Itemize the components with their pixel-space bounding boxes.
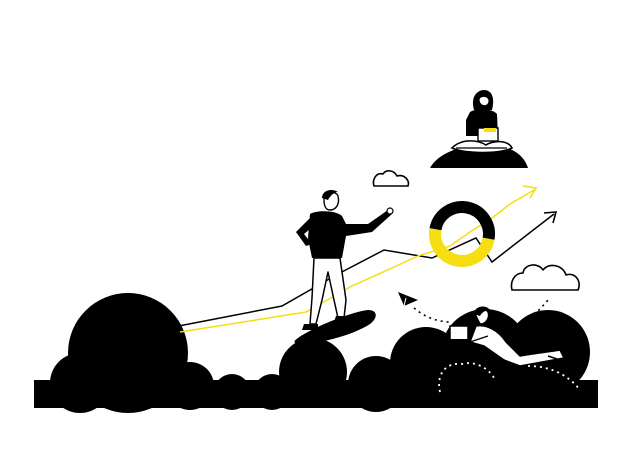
donut-chart (429, 201, 495, 267)
paper-plane-icon (398, 292, 418, 307)
arrow-up-right-icon (543, 211, 558, 224)
woman-with-laptop (450, 90, 514, 154)
man-on-surfboard (294, 190, 394, 344)
surfboard-icon (294, 310, 376, 344)
cloud-outline-top-icon (372, 170, 410, 187)
laptop-icon (477, 127, 499, 142)
laptop-small-icon (444, 325, 472, 341)
man-with-laptop (444, 306, 567, 367)
dotted-trail-cloud-left (438, 362, 495, 393)
donut-yellow-segment (429, 201, 495, 267)
growth-line-black (157, 213, 555, 331)
cloud-outline-right-icon (510, 264, 580, 291)
arrow-up-right-yellow-icon (522, 185, 538, 199)
dotted-trail-up (519, 299, 549, 327)
plane-trail (413, 307, 453, 323)
